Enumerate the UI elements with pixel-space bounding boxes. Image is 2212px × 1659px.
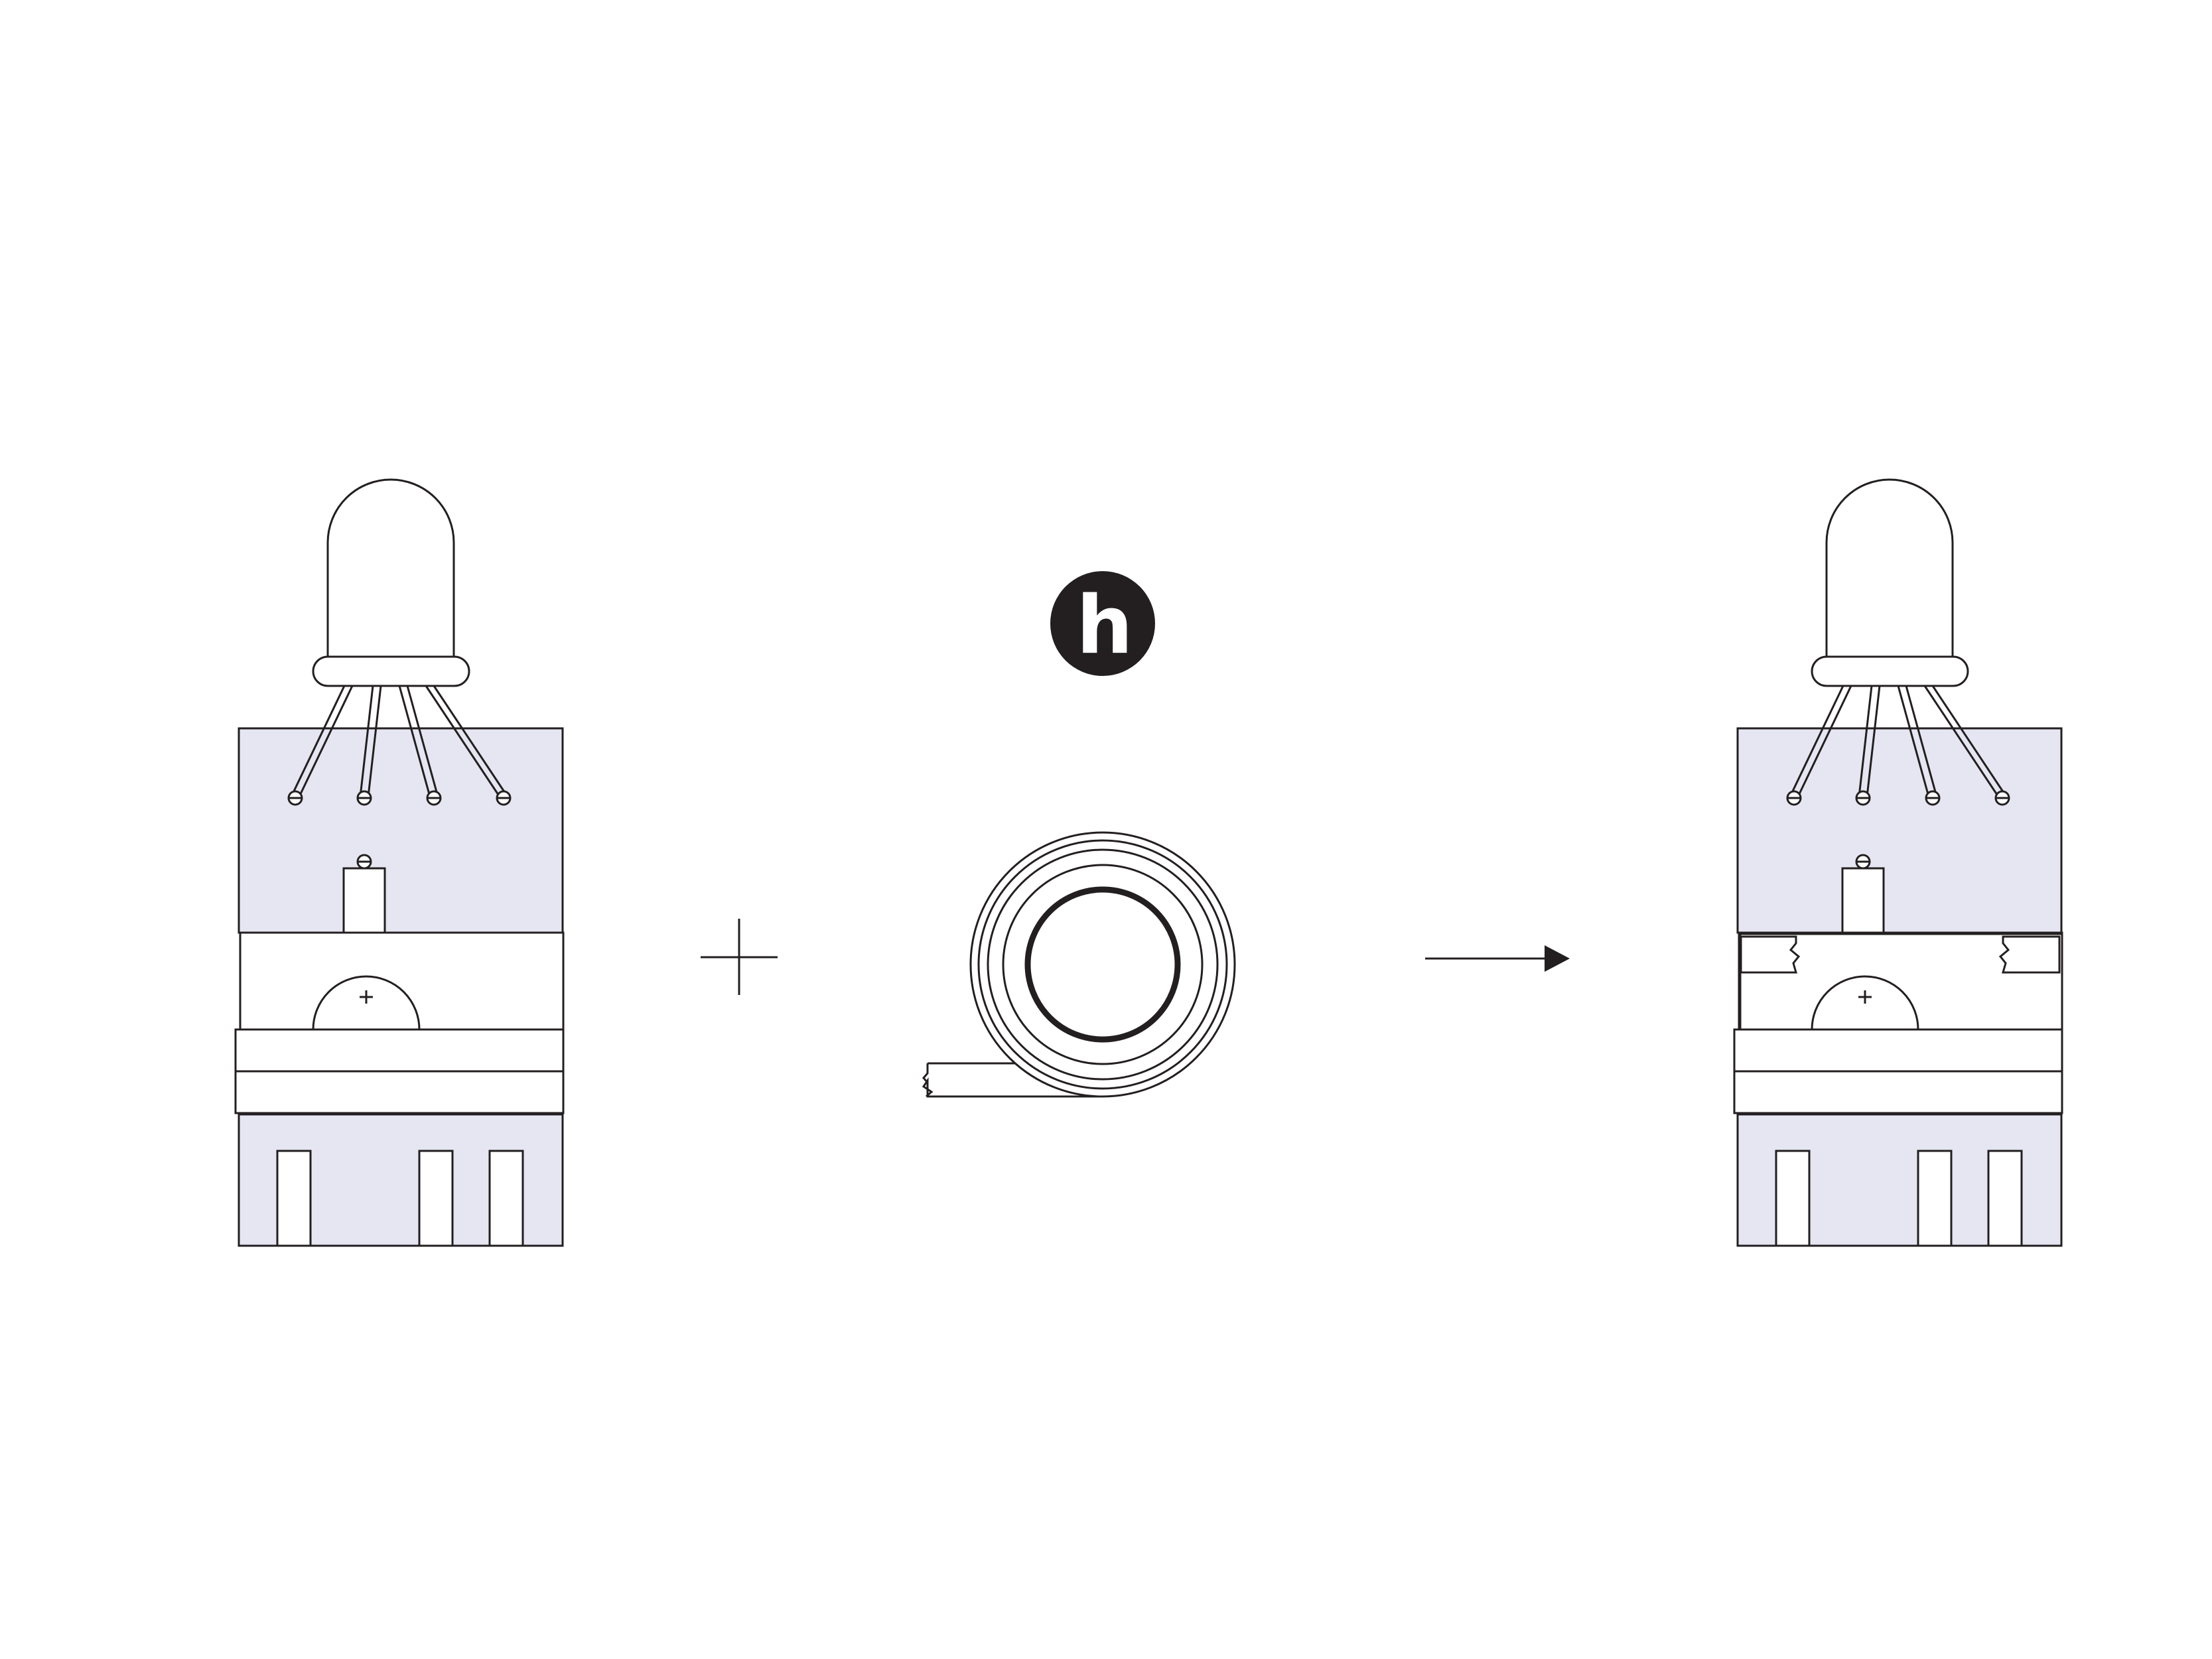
led-leg (1923, 685, 2008, 797)
led-leg (1858, 685, 1881, 797)
led-leg (290, 685, 354, 797)
right-arrow (1425, 945, 1570, 972)
led-leg (1897, 685, 1938, 797)
led-leg (425, 685, 509, 797)
plus-sign (701, 919, 778, 995)
tape-tab-left (1740, 935, 1801, 974)
led-leg (398, 685, 439, 797)
led-legs (1786, 685, 2010, 806)
led-leg (1789, 685, 1852, 797)
tape-tab-right (1998, 935, 2061, 974)
step-badge: h (1050, 571, 1155, 676)
step-badge-letter: h (1076, 580, 1133, 672)
led-legs (287, 685, 512, 806)
tape-roll (922, 831, 1236, 1098)
led-on-board-before (234, 478, 565, 1247)
led-on-board-after (1733, 478, 2063, 1247)
led-leg (359, 685, 382, 797)
